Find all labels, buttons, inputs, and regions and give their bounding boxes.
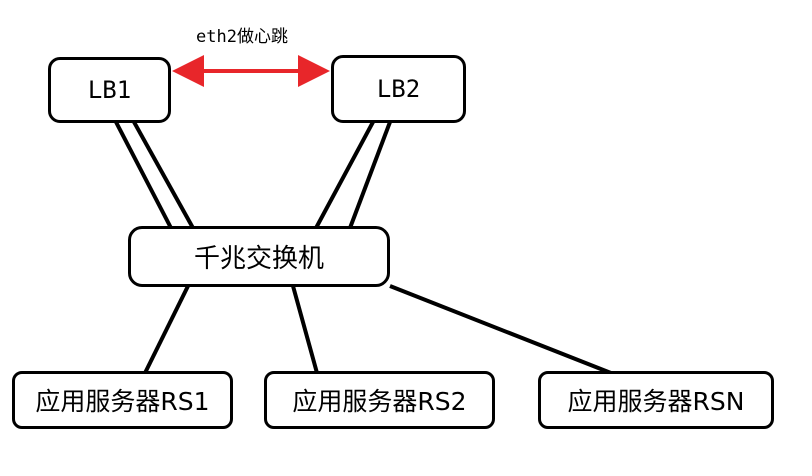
link-switch-rs2 — [291, 285, 319, 374]
link-lb1-switch-b — [132, 121, 195, 229]
gigabit-switch-node: 千兆交换机 — [128, 226, 390, 287]
server-rs1-node: 应用服务器RS1 — [12, 371, 233, 429]
link-lb2-switch-b — [348, 121, 392, 229]
lb2-node: LB2 — [331, 55, 466, 123]
link-switch-rs1 — [143, 285, 190, 374]
link-lb1-switch-a — [114, 121, 173, 229]
link-lb2-switch-a — [314, 121, 375, 229]
server-rsn-node: 应用服务器RSN — [538, 371, 774, 429]
lb1-node: LB1 — [48, 57, 171, 123]
link-switch-rsn — [389, 284, 612, 375]
heartbeat-label: eth2做心跳 — [196, 27, 288, 47]
server-rs2-node: 应用服务器RS2 — [264, 371, 495, 429]
